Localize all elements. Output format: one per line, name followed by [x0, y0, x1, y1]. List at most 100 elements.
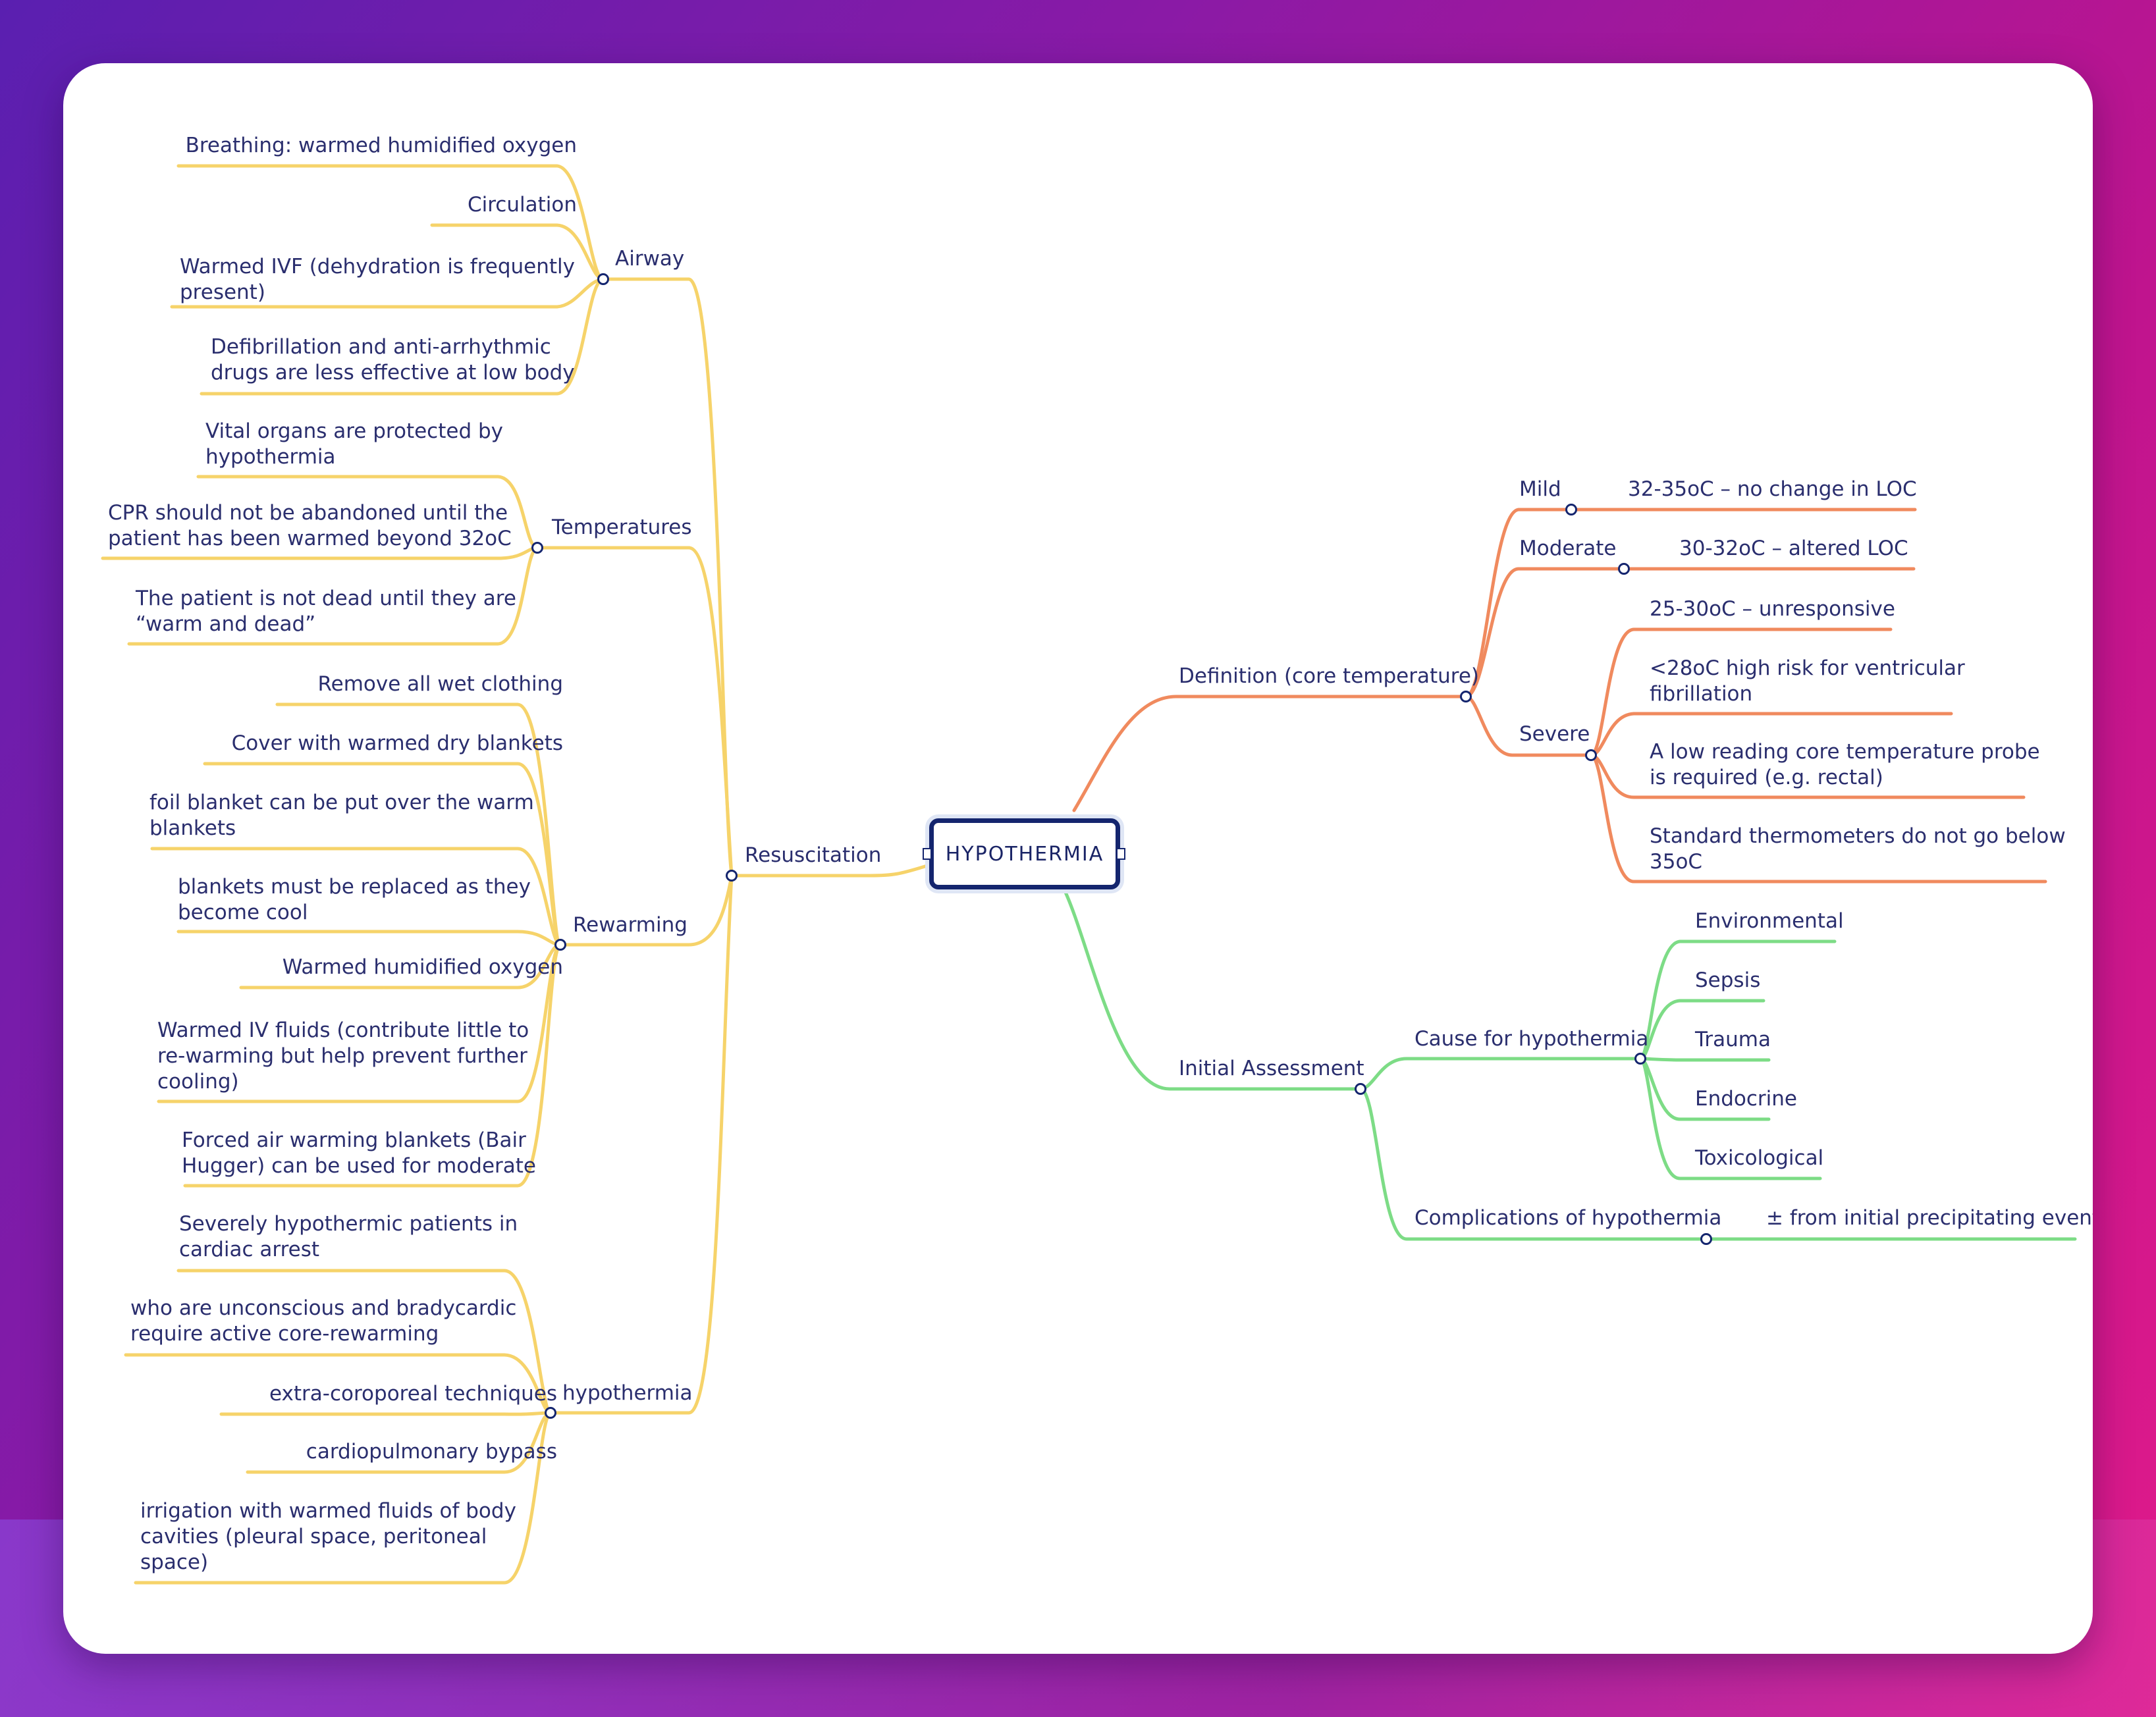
- rewarming-item-line: blankets: [149, 816, 236, 840]
- airway-item-line: drugs are less effective at low body: [211, 361, 575, 384]
- severe-item[interactable]: <28oC high risk for ventricular fibrilla…: [1650, 656, 1965, 707]
- rewarming-item-line: Hugger) can be used for moderate: [182, 1154, 536, 1178]
- rewarming-item-line: foil blanket can be put over the warm: [149, 791, 534, 814]
- cause-item[interactable]: Environmental: [1695, 909, 1844, 933]
- node-assessment: [1355, 1083, 1366, 1095]
- topic-hypothermia[interactable]: hypothermia: [562, 1381, 693, 1405]
- airway-item-line: Defibrillation and anti-arrhythmic: [211, 335, 551, 359]
- edge-resus-hypothermia: [549, 874, 734, 1415]
- temperatures-item-line: CPR should not be abandoned until the: [108, 501, 508, 525]
- rewarming-item-line: re-warming but help prevent further: [157, 1044, 527, 1068]
- hypothermia-item-line: who are unconscious and bradycardic: [130, 1296, 517, 1320]
- airway-item-line: present): [180, 280, 265, 304]
- definition-mild-value[interactable]: 32-35oC – no change in LOC: [1628, 477, 1917, 501]
- temperatures-item-line: “warm and dead”: [136, 612, 316, 636]
- edge-resus-temperatures: [535, 546, 734, 878]
- hypothermia-item[interactable]: Severely hypothermic patients in cardiac…: [179, 1211, 518, 1263]
- hypothermia-item[interactable]: who are unconscious and bradycardic requ…: [130, 1296, 516, 1347]
- mind-map-canvas: HYPOTHERMIA Resuscitation Airway Breathi…: [63, 63, 2093, 1654]
- rewarming-item[interactable]: Warmed humidified oxygen: [282, 955, 563, 979]
- cause-item[interactable]: Endocrine: [1695, 1087, 1797, 1111]
- rewarming-item[interactable]: Remove all wet clothing: [317, 672, 563, 696]
- node-rewarming: [554, 939, 566, 951]
- airway-item[interactable]: Defibrillation and anti-arrhythmic drugs…: [211, 334, 575, 386]
- topic-resuscitation[interactable]: Resuscitation: [745, 843, 882, 867]
- assessment-complications[interactable]: Complications of hypothermia: [1415, 1206, 1722, 1230]
- topic-initial-assessment[interactable]: Initial Assessment: [1179, 1057, 1364, 1080]
- severe-item-line: 35oC: [1650, 850, 1703, 874]
- edge-root-resuscitation: [730, 863, 931, 878]
- edge-resus-rewarming: [558, 874, 734, 947]
- root-node[interactable]: HYPOTHERMIA: [929, 818, 1120, 889]
- temperatures-item-line: Vital organs are protected by: [205, 419, 503, 443]
- hypothermia-item-line: space): [140, 1550, 209, 1574]
- node-hypothermia: [545, 1407, 556, 1419]
- node-resuscitation: [726, 870, 738, 882]
- temperatures-item-line: patient has been warmed beyond 32oC: [108, 527, 512, 550]
- severe-item[interactable]: 25-30oC – unresponsive: [1650, 597, 1895, 621]
- temperatures-item-line: The patient is not dead until they are: [136, 587, 516, 610]
- hypothermia-item[interactable]: irrigation with warmed fluids of body ca…: [140, 1498, 516, 1575]
- root-right-handle[interactable]: [1116, 848, 1125, 860]
- severe-item[interactable]: A low reading core temperature probe is …: [1650, 739, 2040, 791]
- airway-item[interactable]: Warmed IVF (dehydration is frequently pr…: [180, 254, 575, 305]
- edge-root-assessment: [1062, 887, 1362, 1091]
- rewarming-item[interactable]: foil blanket can be put over the warm bl…: [149, 790, 534, 841]
- temperatures-item-line: hypothermia: [205, 445, 336, 469]
- root-left-handle[interactable]: [923, 848, 932, 860]
- node-temperatures: [531, 542, 543, 554]
- hypothermia-item-line: cavities (pleural space, peritoneal: [140, 1525, 487, 1548]
- airway-item[interactable]: Breathing: warmed humidified oxygen: [185, 134, 577, 157]
- connector-lines: [101, 164, 2077, 1585]
- definition-moderate-value[interactable]: 30-32oC – altered LOC: [1679, 537, 1908, 560]
- hypothermia-item-line: cardiac arrest: [179, 1238, 320, 1261]
- topic-temperatures[interactable]: Temperatures: [552, 515, 692, 539]
- severe-item-line: is required (e.g. rectal): [1650, 766, 1883, 789]
- rewarming-item-line: blankets must be replaced as they: [178, 875, 531, 899]
- node-mild: [1565, 504, 1577, 515]
- hypothermia-item[interactable]: cardiopulmonary bypass: [306, 1440, 557, 1464]
- temperatures-item[interactable]: CPR should not be abandoned until the pa…: [108, 500, 512, 552]
- definition-mild[interactable]: Mild: [1519, 477, 1561, 501]
- rewarming-item[interactable]: Forced air warming blankets (Bair Hugger…: [182, 1128, 536, 1179]
- rewarming-item-line: Forced air warming blankets (Bair: [182, 1128, 526, 1152]
- node-severe: [1585, 749, 1597, 761]
- topic-definition[interactable]: Definition (core temperature): [1179, 664, 1480, 688]
- topic-rewarming[interactable]: Rewarming: [573, 913, 687, 937]
- topic-airway[interactable]: Airway: [615, 247, 685, 271]
- rewarming-item-line: cooling): [157, 1070, 239, 1094]
- severe-item-line: <28oC high risk for ventricular: [1650, 656, 1965, 680]
- assessment-cause[interactable]: Cause for hypothermia: [1415, 1027, 1649, 1051]
- definition-moderate[interactable]: Moderate: [1519, 537, 1617, 560]
- edge-resus-airway: [601, 277, 734, 878]
- temperatures-item[interactable]: The patient is not dead until they are “…: [136, 586, 516, 637]
- edge-root-definition: [1072, 695, 1468, 812]
- rewarming-item-line: Warmed IV fluids (contribute little to: [157, 1018, 529, 1042]
- severe-item[interactable]: Standard thermometers do not go below 35…: [1650, 824, 2066, 875]
- hypothermia-item[interactable]: extra-coroporeal techniques: [269, 1382, 557, 1406]
- cause-item[interactable]: Sepsis: [1695, 968, 1761, 992]
- node-moderate: [1618, 563, 1630, 575]
- temperatures-item[interactable]: Vital organs are protected by hypothermi…: [205, 419, 503, 470]
- cause-item[interactable]: Toxicological: [1695, 1146, 1824, 1170]
- node-complications: [1700, 1233, 1712, 1245]
- definition-severe[interactable]: Severe: [1519, 722, 1590, 746]
- complications-value[interactable]: ± from initial precipitating event: [1766, 1206, 2093, 1230]
- severe-item-line: A low reading core temperature probe: [1650, 740, 2040, 764]
- hypothermia-item-line: irrigation with warmed fluids of body: [140, 1499, 516, 1523]
- hypothermia-item-line: Severely hypothermic patients in: [179, 1212, 518, 1236]
- severe-item-line: fibrillation: [1650, 682, 1753, 706]
- rewarming-item[interactable]: blankets must be replaced as they become…: [178, 874, 531, 926]
- node-cause: [1634, 1053, 1646, 1065]
- severe-item-line: Standard thermometers do not go below: [1650, 824, 2066, 848]
- rewarming-item[interactable]: Cover with warmed dry blankets: [231, 731, 563, 755]
- root-label: HYPOTHERMIA: [945, 842, 1104, 866]
- hypothermia-item-line: require active core-rewarming: [130, 1322, 439, 1346]
- node-definition: [1460, 691, 1472, 702]
- cause-item[interactable]: Trauma: [1695, 1028, 1771, 1051]
- airway-item[interactable]: Circulation: [467, 193, 577, 217]
- node-airway: [597, 273, 609, 285]
- rewarming-item-line: become cool: [178, 901, 308, 924]
- rewarming-item[interactable]: Warmed IV fluids (contribute little to r…: [157, 1018, 529, 1095]
- airway-item-line: Warmed IVF (dehydration is frequently: [180, 255, 576, 278]
